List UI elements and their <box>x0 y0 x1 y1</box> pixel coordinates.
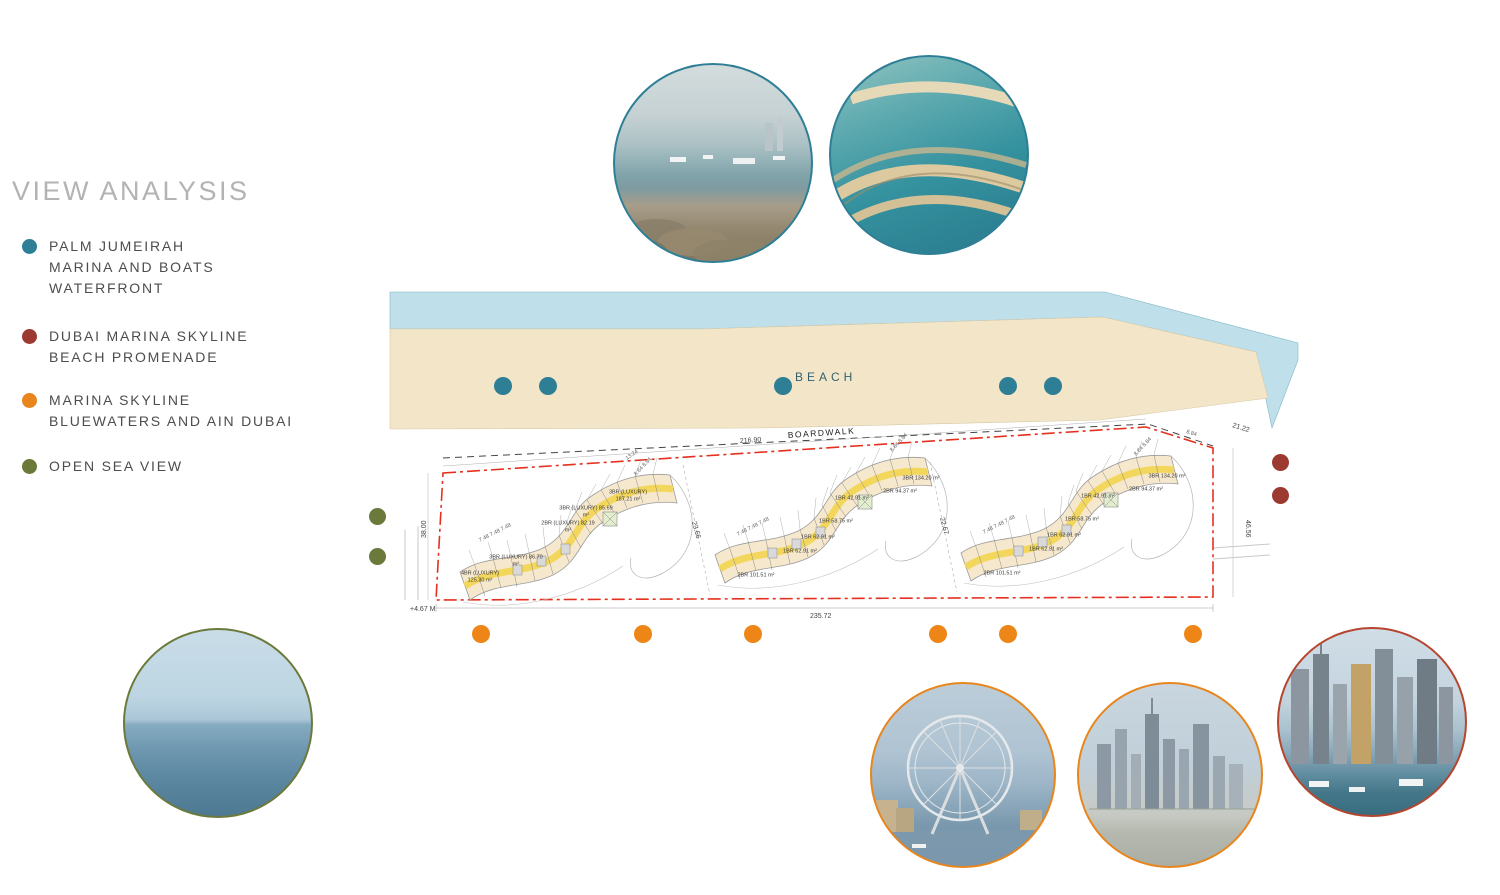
legend-dot-olive <box>22 459 37 474</box>
view-dot-olive <box>369 548 386 565</box>
dim-tick: 7.48 7.48 7.48 <box>736 516 770 537</box>
photo-ain-dubai-bluewaters <box>870 682 1056 868</box>
photo-palm-marina-waterfront <box>613 63 813 263</box>
ferris-wheel-icon <box>872 714 1054 866</box>
legend-label: DUBAI MARINA SKYLINE BEACH PROMENADE <box>49 328 249 365</box>
view-dot-teal <box>1044 377 1062 395</box>
photo-open-sea <box>123 628 313 818</box>
dim-top-right: 21.22 <box>1231 422 1250 434</box>
dim-tick: 8.84 8.84 <box>1133 436 1153 457</box>
view-dot-orange <box>1184 625 1202 643</box>
view-dot-teal <box>494 377 512 395</box>
view-dot-orange <box>472 625 490 643</box>
dim-top: 216.90 <box>740 437 762 445</box>
dim-tick: 8.84 <box>1185 429 1197 438</box>
view-dot-orange <box>999 625 1017 643</box>
legend-label: MARINA SKYLINE BLUEWATERS AND AIN DUBAI <box>49 392 293 429</box>
building-2 <box>715 441 947 588</box>
photo-art <box>831 81 1027 237</box>
view-dot-olive <box>369 508 386 525</box>
marina-towers-icon <box>1291 639 1453 792</box>
view-dot-red <box>1272 487 1289 504</box>
dim-datum: +4.67 M <box>410 606 436 613</box>
view-dot-red <box>1272 454 1289 471</box>
view-dot-orange <box>929 625 947 643</box>
dim-tick: 7.48 7.48 7.48 <box>982 514 1016 535</box>
building-3 <box>961 439 1193 586</box>
dim-bottom: 235.72 <box>810 613 832 620</box>
boardwalk-label: BOARDWALK <box>787 426 855 440</box>
dim-gap2: 22.67 <box>938 517 949 536</box>
dim-right: 46.56 <box>1244 520 1251 538</box>
legend-item-dubai-marina: DUBAI MARINA SKYLINE BEACH PROMENADE <box>22 326 248 368</box>
legend-dot-red <box>22 329 37 344</box>
page-title: VIEW ANALYSIS <box>12 176 250 206</box>
photo-palm-jumeirah-aerial <box>829 55 1029 255</box>
legend-dot-orange <box>22 393 37 408</box>
legend-item-open-sea: OPEN SEA VIEW <box>22 456 183 477</box>
view-dot-orange <box>744 625 762 643</box>
legend-item-marina-skyline: MARINA SKYLINE BLUEWATERS AND AIN DUBAI <box>22 390 293 432</box>
photo-art <box>615 117 785 261</box>
photo-dubai-marina-skyline <box>1277 627 1467 817</box>
view-dot-teal <box>539 377 557 395</box>
plot-boundary <box>435 426 1214 601</box>
view-dot-teal <box>774 377 792 395</box>
beach-sand <box>389 316 1269 430</box>
legend-label: PALM JUMEIRAH MARINA AND BOATS WATERFRON… <box>49 238 215 296</box>
legend-label: OPEN SEA VIEW <box>49 458 183 474</box>
legend-item-palm-jumeirah: PALM JUMEIRAH MARINA AND BOATS WATERFRON… <box>22 236 214 299</box>
view-dot-teal <box>999 377 1017 395</box>
dim-left: 38.00 <box>421 520 428 538</box>
beach-label: BEACH <box>795 370 856 384</box>
site-plan: BEACH BOARDWALK 216.90 235.72 21.22 8.84… <box>389 291 1299 620</box>
photo-marina-skyline-promenade <box>1077 682 1263 868</box>
skyline-icon <box>1089 698 1255 810</box>
dim-gap1: 23.66 <box>690 521 701 540</box>
view-dot-orange <box>634 625 652 643</box>
legend-dot-teal <box>22 239 37 254</box>
